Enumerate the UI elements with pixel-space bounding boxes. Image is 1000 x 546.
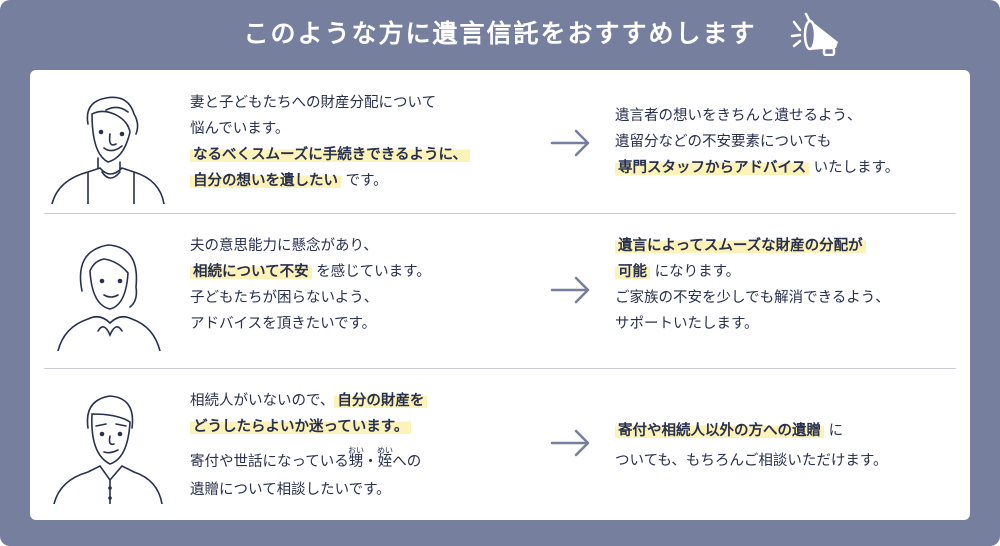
kanji-niece: 姪 bbox=[377, 454, 394, 470]
arrow-right-icon bbox=[550, 429, 590, 457]
text-line: アドバイスを頂きたいです。 bbox=[190, 316, 377, 332]
text-line: 相続人がいないので、 bbox=[190, 393, 335, 409]
text-line: いたします。 bbox=[809, 160, 900, 176]
case-row-3: 相続人がいないので、自分の財産を どうしたらよいか迷っています。 寄付や世話にな… bbox=[30, 368, 970, 520]
text-line: 悩んでいます。 bbox=[190, 121, 290, 137]
case-row-1: 妻と子どもたちへの財産分配について 悩んでいます。 なるべくスムーズに手続きでき… bbox=[30, 70, 970, 213]
text-line: 遺言者の想いをきちんと遺せるよう、 bbox=[615, 108, 862, 124]
separator: ・ bbox=[363, 454, 378, 470]
ruby-nephew: 甥おい bbox=[348, 446, 365, 470]
solution-text: 遺言によってスムーズな財産の分配が 可能 になります。 ご家族の不安を少しでも解… bbox=[615, 233, 890, 337]
text-line: を感じています。 bbox=[311, 264, 431, 280]
text-line: への bbox=[392, 454, 422, 470]
highlight-text: 相続について不安 bbox=[190, 264, 312, 280]
recommendation-card: 妻と子どもたちへの財産分配について 悩んでいます。 なるべくスムーズに手続きでき… bbox=[30, 70, 970, 520]
text-line: 夫の意思能力に懸念があり、 bbox=[190, 238, 378, 254]
text-line: 遺留分などの不安要素についても bbox=[615, 134, 832, 150]
concern-text: 夫の意思能力に懸念があり、 相続について不安 を感じています。 子どもたちが困ら… bbox=[190, 233, 431, 337]
highlight-text: 自分の想いを遺したい bbox=[190, 173, 341, 189]
case-row-2: 夫の意思能力に懸念があり、 相続について不安 を感じています。 子どもたちが困ら… bbox=[30, 213, 970, 368]
furigana: めい bbox=[377, 446, 394, 455]
highlight-text: 専門スタッフからアドバイス bbox=[615, 160, 810, 176]
text-line: 寄付や世話になっている bbox=[190, 454, 349, 470]
divider bbox=[44, 368, 956, 369]
concern-text: 妻と子どもたちへの財産分配について 悩んでいます。 なるべくスムーズに手続きでき… bbox=[190, 90, 471, 194]
solution-text: 遺言者の想いをきちんと遺せるよう、 遺留分などの不安要素についても 専門スタッフ… bbox=[615, 103, 899, 181]
highlight-text: どうしたらよいか迷っています。 bbox=[190, 419, 412, 435]
arrow-right-icon bbox=[550, 276, 590, 304]
elderly-woman-avatar-icon bbox=[57, 244, 161, 351]
highlight-text: 遺言によってスムーズな財産の分配が bbox=[615, 238, 866, 254]
solution-text: 寄付や相続人以外の方への遺贈 に ついても、もちろんご相談いただけます。 bbox=[615, 416, 887, 476]
highlight-text: 寄付や相続人以外の方への遺贈 bbox=[615, 423, 824, 439]
highlight-text: なるべくスムーズに手続きできるように、 bbox=[190, 147, 471, 163]
furigana: おい bbox=[348, 446, 365, 455]
text-line: です。 bbox=[341, 173, 388, 189]
text-line: になります。 bbox=[650, 264, 741, 280]
middle-aged-man-avatar-icon bbox=[53, 395, 163, 504]
page-title: このような方に遺言信託をおすすめします bbox=[243, 19, 757, 48]
divider bbox=[44, 213, 956, 214]
kanji-nephew: 甥 bbox=[348, 454, 365, 470]
text-line: 妻と子どもたちへの財産分配について bbox=[190, 95, 437, 111]
highlight-text: 自分の財産を bbox=[334, 393, 428, 409]
ruby-niece: 姪めい bbox=[377, 446, 394, 470]
highlight-text: 可能 bbox=[615, 264, 650, 280]
elderly-man-avatar-icon bbox=[51, 96, 165, 204]
concern-text: 相続人がいないので、自分の財産を どうしたらよいか迷っています。 寄付や世話にな… bbox=[190, 388, 428, 503]
text-line: ご家族の不安を少しでも解消できるよう、 bbox=[615, 290, 890, 306]
text-line: 遺贈について相談したいです。 bbox=[190, 482, 391, 498]
megaphone-icon bbox=[790, 12, 838, 56]
text-line: サポートいたします。 bbox=[615, 316, 759, 332]
text-line: に bbox=[824, 423, 844, 439]
text-line: 子どもたちが困らないよう、 bbox=[190, 290, 379, 306]
arrow-right-icon bbox=[550, 129, 590, 157]
text-line: ついても、もちろんご相談いただけます。 bbox=[615, 453, 888, 469]
